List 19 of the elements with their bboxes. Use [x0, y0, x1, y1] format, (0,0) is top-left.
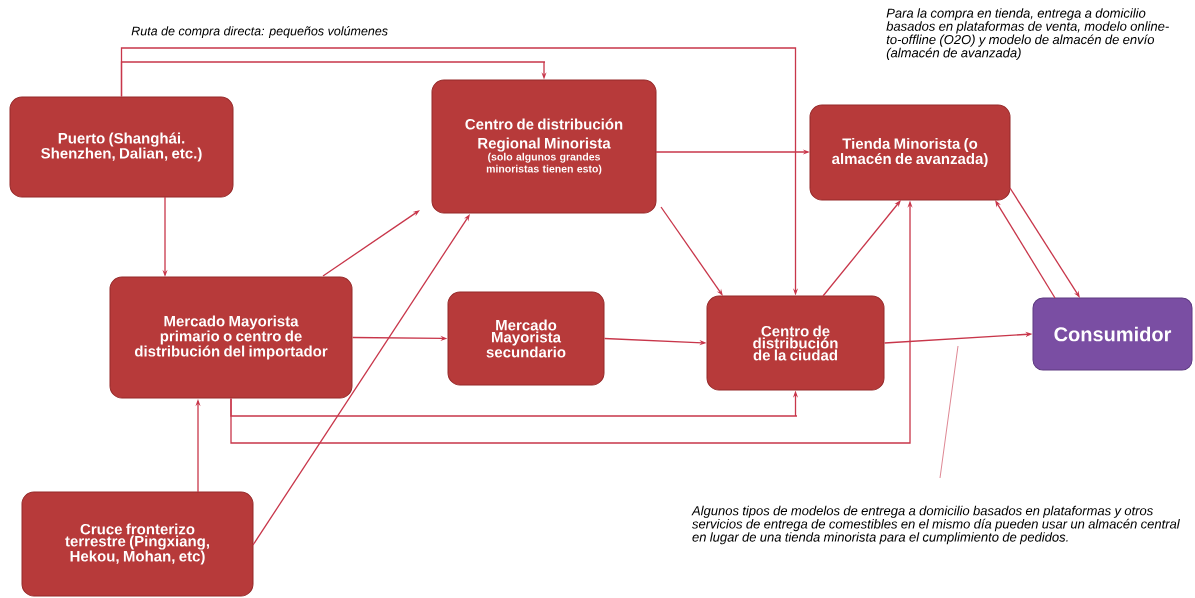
- edge-label: Ruta de compra directa: pequeños volúmenes: [130, 25, 390, 39]
- process-box: Mercado Mayorista secundario: [447, 291, 605, 386]
- arrow: [822, 200, 901, 297]
- arrow: [995, 200, 1056, 299]
- note-text: Para la compra en tienda, entrega a domicilio basados en plataformas de venta, modelo online-to-offline (O2O) y modelo de almacén de envío (almacén de avanzada): [886, 8, 1169, 60]
- process-box: Mercado Mayorista primario o centro de distribución del importador: [109, 276, 353, 399]
- process-box: Tienda Minorista (o almacén de avanzada): [809, 104, 1011, 201]
- arrow: [660, 206, 723, 296]
- process-box: Centro de distribución Regional Minorista (solo algunos grandes minoristas tienen esto): [431, 79, 657, 214]
- arrow: [252, 214, 470, 546]
- arrow: [322, 210, 420, 277]
- leader-line: [939, 345, 959, 479]
- process-box: Cruce fronterizo terrestre (Pingxiang, Hekou, Mohan, etc): [21, 491, 254, 597]
- arrow: [1009, 187, 1080, 298]
- process-box: Centro de distribución de la ciudad: [706, 295, 885, 391]
- process-box: Puerto (Shanghái. Shenzhen, Dalian, etc.): [9, 96, 234, 198]
- consumer-box: Consumidor: [1032, 297, 1193, 371]
- arrow: [120, 61, 547, 98]
- note-text: Algunos tipos de modelos de entrega a domicilio basados en plataformas y otros servicios de entrega de comestibles en el mismo día pueden usar un almacén central en lugar de una tienda minorista para el cumplimiento de pedidos.: [691, 505, 1180, 545]
